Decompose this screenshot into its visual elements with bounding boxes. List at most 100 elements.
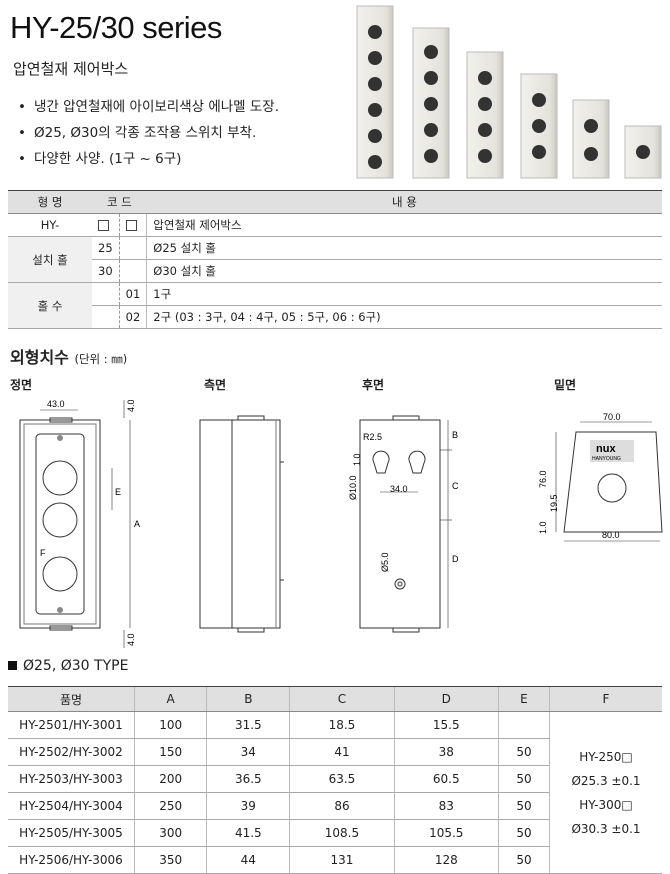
- spec-cell: HY-: [8, 213, 92, 237]
- page-title: HY-25/30 series: [10, 10, 222, 45]
- table-cell: [497, 711, 550, 739]
- dim-label: A: [134, 519, 140, 529]
- brand-logo-subtext: HANYOUNG: [592, 456, 621, 462]
- table-cell: 39: [206, 792, 290, 820]
- spec-table: 형 명 코 드 내 용 HY- 압연철재 제어박스 설치 홀 25 Ø25 설치…: [8, 190, 662, 329]
- table-cell: 108.5: [289, 819, 395, 847]
- feature-item: Ø25, Ø30의 각종 조작용 스위치 부착.: [18, 120, 279, 146]
- checkbox-icon: [118, 213, 147, 237]
- table-row: HY-2503/HY-3003 200 36.5 63.5 60.5 50: [8, 765, 662, 793]
- table-cell: 50: [497, 765, 550, 793]
- table-cell: 18.5: [289, 711, 395, 739]
- table-cell: 300: [133, 819, 207, 847]
- dimension-drawing: 43.0 4.0 4.0 A E F R2.5 Ø10.0 1.0 34.0 Ø…: [19, 400, 663, 648]
- checkbox-icon: [92, 213, 120, 237]
- table-row: HY- 압연철재 제어박스: [8, 213, 662, 237]
- front-view-holes: [57, 435, 63, 613]
- table-cell: 50: [497, 738, 550, 766]
- dimensions-heading: 외형치수 (단위 : ㎜): [10, 348, 128, 367]
- feature-item: 다양한 사양. (1구 ~ 6구): [18, 146, 279, 172]
- box-4: [466, 51, 504, 179]
- table-row: HY-2504/HY-3004 250 39 86 83 50: [8, 792, 662, 820]
- view-label-rear: 후면: [362, 378, 385, 392]
- spec-cell: 홀 수: [8, 282, 92, 329]
- table-cell: 41.5: [206, 819, 290, 847]
- spec-header-code: 코 드: [92, 190, 147, 214]
- rear-view: [359, 415, 452, 633]
- spec-cell: 압연철재 제어박스: [146, 213, 662, 237]
- dim-label: R2.5: [363, 432, 382, 442]
- col-header: F: [549, 686, 662, 712]
- dim-label: 76.0: [538, 470, 548, 488]
- spec-cell: 1구: [146, 282, 662, 306]
- dim-label: E: [115, 487, 121, 497]
- box-6: [356, 5, 394, 179]
- table-cell: 200: [133, 765, 207, 793]
- dim-label: 34.0: [390, 484, 408, 494]
- spec-cell: 01: [118, 282, 147, 306]
- dim-label: B: [452, 430, 458, 440]
- table-cell: 50: [497, 792, 550, 820]
- col-header: D: [393, 686, 499, 712]
- dim-label: 43.0: [47, 400, 65, 409]
- table-cell: 131: [289, 846, 395, 874]
- table-cell: 105.5: [393, 819, 499, 847]
- table-cell: 150: [133, 738, 207, 766]
- table-row: 30 Ø30 설치 홀: [8, 259, 662, 283]
- col-header: B: [206, 686, 290, 712]
- table-cell: 15.5: [393, 711, 499, 739]
- dim-label: 1.0: [352, 453, 362, 466]
- spec-cell: 30: [92, 259, 120, 283]
- table-cell: 100: [133, 711, 207, 739]
- table-cell: HY-2506/HY-3006: [8, 846, 135, 874]
- table-cell: HY-2505/HY-3005: [8, 819, 135, 847]
- table-cell: HY-2501/HY-3001: [8, 711, 135, 739]
- table-cell: 38: [393, 738, 499, 766]
- table-row: 홀 수 01 1구: [8, 282, 662, 329]
- page-subtitle: 압연철재 제어박스: [13, 60, 129, 78]
- table-cell: HY-2503/HY-3003: [8, 765, 135, 793]
- table-row: 설치 홀 25 Ø25 설치 홀: [8, 236, 662, 283]
- dim-label: C: [452, 481, 459, 491]
- col-header: C: [289, 686, 395, 712]
- dim-label: F: [40, 548, 46, 558]
- dim-label: Ø10.0: [348, 475, 358, 500]
- box-1: [624, 125, 662, 179]
- box-2: [572, 99, 610, 179]
- view-label-side: 측면: [204, 378, 227, 392]
- front-view: [19, 400, 131, 648]
- spec-cell: 2구 (03 : 3구, 04 : 4구, 05 : 5구, 06 : 6구): [146, 305, 662, 329]
- spec-cell: Ø25 설치 홀: [146, 236, 662, 260]
- table-cell: 60.5: [393, 765, 499, 793]
- table-cell: 36.5: [206, 765, 290, 793]
- view-label-bottom: 밑면: [554, 378, 577, 392]
- feature-item: 냉간 압연철재에 아이보리색상 에나멜 도장.: [18, 94, 279, 120]
- table-cell: 44: [206, 846, 290, 874]
- table-cell: 50: [497, 819, 550, 847]
- dim-label: Ø5.0: [380, 552, 390, 572]
- table-row: HY-2505/HY-3005 300 41.5 108.5 105.5 50: [8, 819, 662, 847]
- col-header: A: [133, 686, 207, 712]
- table-cell: 350: [133, 846, 207, 874]
- dimension-table: 품명 A B C D E F HY-2501/HY-3001 100 31.5 …: [8, 686, 662, 874]
- dim-label: 1.0: [538, 521, 548, 534]
- table-cell: 250: [133, 792, 207, 820]
- table-cell: 34: [206, 738, 290, 766]
- square-bullet-icon: [8, 661, 17, 670]
- table-cell: 83: [393, 792, 499, 820]
- f-column-cell: HY-250□ Ø25.3 ±0.1 HY-300□ Ø30.3 ±0.1: [549, 711, 662, 874]
- dim-label: 19.5: [549, 494, 559, 512]
- table-row: HY-2502/HY-3002 150 34 41 38 50: [8, 738, 662, 766]
- spec-cell: 25: [92, 236, 120, 260]
- unit-label: (단위 : ㎜): [74, 352, 128, 366]
- table-cell: HY-2504/HY-3004: [8, 792, 135, 820]
- dim-label: 80.0: [602, 530, 620, 540]
- spec-cell: 설치 홀: [8, 236, 92, 283]
- dim-label: 4.0: [126, 633, 136, 646]
- spec-cell: Ø30 설치 홀: [146, 259, 662, 283]
- box-5: [412, 27, 450, 179]
- side-view: [199, 415, 284, 633]
- type-heading: Ø25, Ø30 TYPE: [8, 658, 128, 674]
- table-cell: 63.5: [289, 765, 395, 793]
- dim-label: 4.0: [126, 400, 136, 412]
